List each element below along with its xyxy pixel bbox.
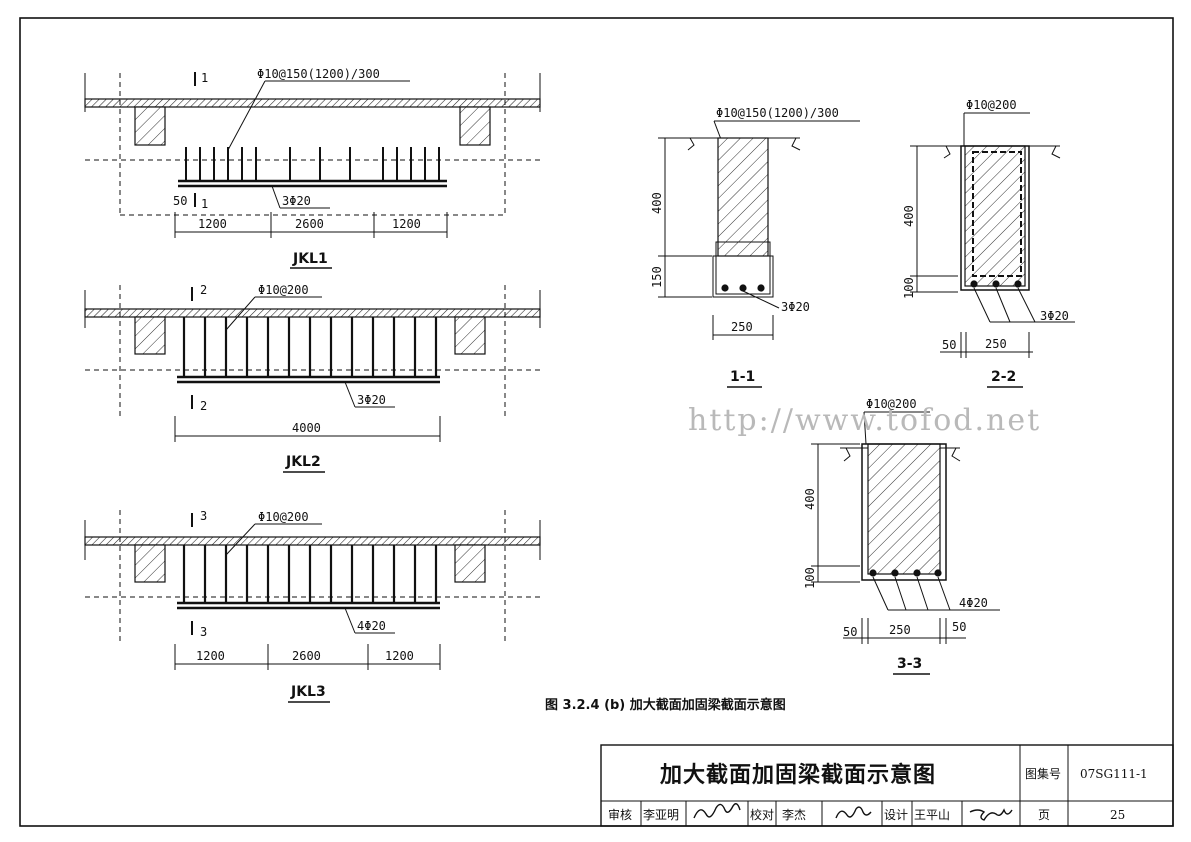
section-2-2-bar-label: 3Φ20 xyxy=(1040,309,1069,323)
atlas-number: 07SG111-1 xyxy=(1080,767,1148,781)
section-1-1: Φ10@150(1200)/300 3Φ20 400 150 250 1-1 xyxy=(650,106,860,388)
section-1-1-stirrup-label: Φ10@150(1200)/300 xyxy=(716,106,839,120)
section-1-1-width: 250 xyxy=(731,320,753,334)
elevation-jkl1: 1 1 Φ10@150(1200)/300 3Φ20 50 1200 2600 … xyxy=(84,67,541,269)
section-2-2: Φ10@200 3Φ20 400 100 50 250 2-2 xyxy=(902,98,1075,388)
jkl3-dim-2: 2600 xyxy=(292,649,321,663)
elevation-jkl2: 2 2 Φ10@200 3Φ20 4000 JKL2 xyxy=(84,283,541,473)
jkl3-section-mark-bottom: 3 xyxy=(200,625,207,639)
section-3-3-bar-label: 4Φ20 xyxy=(959,596,988,610)
designer-signature xyxy=(969,808,1013,821)
jkl2-bar-label: 3Φ20 xyxy=(357,393,386,407)
jkl1-dim-1: 1200 xyxy=(198,217,227,231)
jkl2-dim-1: 4000 xyxy=(292,421,321,435)
jkl1-section-mark-bottom: 1 xyxy=(201,197,208,211)
elevation-jkl3: 3 3 Φ10@200 4Φ20 1200 2600 1200 JKL3 xyxy=(84,509,541,703)
jkl1-title: JKL1 xyxy=(292,251,328,267)
check-label: 校对 xyxy=(750,807,774,822)
jkl3-dim-1: 1200 xyxy=(196,649,225,663)
section-3-3-stirrup-label: Φ10@200 xyxy=(866,397,917,411)
reviewer-signature xyxy=(693,803,741,819)
jkl1-stirrup-label: Φ10@150(1200)/300 xyxy=(257,67,380,81)
page-number: 25 xyxy=(1110,808,1125,822)
jkl3-bar-label: 4Φ20 xyxy=(357,619,386,633)
section-1-1-depth: 400 xyxy=(650,192,664,214)
checker-name: 李杰 xyxy=(782,807,806,822)
section-3-3-added-depth: 100 xyxy=(803,567,817,589)
section-3-3-side-right: 50 xyxy=(952,620,966,634)
jkl3-dim-3: 1200 xyxy=(385,649,414,663)
section-2-2-stirrup-label: Φ10@200 xyxy=(966,98,1017,112)
jkl1-dim-2: 2600 xyxy=(295,217,324,231)
watermark-text: http://www.tofod.net xyxy=(688,403,1041,438)
jkl1-dim-3: 1200 xyxy=(392,217,421,231)
jkl2-stirrup-label: Φ10@200 xyxy=(258,283,309,297)
section-1-1-added-depth: 150 xyxy=(650,266,664,288)
section-1-1-bar-label: 3Φ20 xyxy=(781,300,810,314)
figure-caption: 图 3.2.4 (b) 加大截面加固梁截面示意图 xyxy=(545,697,786,713)
jkl2-title: JKL2 xyxy=(285,454,321,470)
jkl2-section-mark-bottom: 2 xyxy=(200,399,207,413)
section-2-2-title: 2-2 xyxy=(991,369,1016,385)
section-1-1-title: 1-1 xyxy=(730,369,755,385)
section-3-3-side-left: 50 xyxy=(843,625,857,639)
design-label: 设计 xyxy=(884,808,908,822)
section-2-2-depth: 400 xyxy=(902,205,916,227)
page-label: 页 xyxy=(1038,808,1050,822)
jkl1-cover-dim: 50 xyxy=(173,194,187,208)
section-2-2-width: 250 xyxy=(985,337,1007,351)
section-2-2-side: 50 xyxy=(942,338,956,352)
title-block: 加大截面加固梁截面示意图 图集号 07SG111-1 审核 李亚明 校对 李杰 … xyxy=(600,744,1174,827)
designer-name: 王平山 xyxy=(914,808,950,822)
jkl1-bar-label: 3Φ20 xyxy=(282,194,311,208)
jkl3-title: JKL3 xyxy=(290,684,326,700)
atlas-label: 图集号 xyxy=(1025,766,1061,781)
jkl2-section-mark-top: 2 xyxy=(200,283,207,297)
section-3-3-width: 250 xyxy=(889,623,911,637)
jkl1-section-mark-top: 1 xyxy=(201,71,208,85)
title-block-title: 加大截面加固梁截面示意图 xyxy=(659,762,936,788)
jkl3-stirrup-label: Φ10@200 xyxy=(258,510,309,524)
checker-signature xyxy=(835,806,872,819)
review-label: 审核 xyxy=(608,807,632,822)
reviewer-name: 李亚明 xyxy=(643,807,679,822)
section-2-2-added-depth: 100 xyxy=(902,277,916,299)
drawing-frame xyxy=(19,17,1174,827)
jkl3-section-mark-top: 3 xyxy=(200,509,207,523)
section-3-3-depth: 400 xyxy=(803,488,817,510)
section-3-3: Φ10@200 4Φ20 400 100 50 250 50 3-3 xyxy=(803,397,1000,675)
section-3-3-title: 3-3 xyxy=(897,656,922,672)
